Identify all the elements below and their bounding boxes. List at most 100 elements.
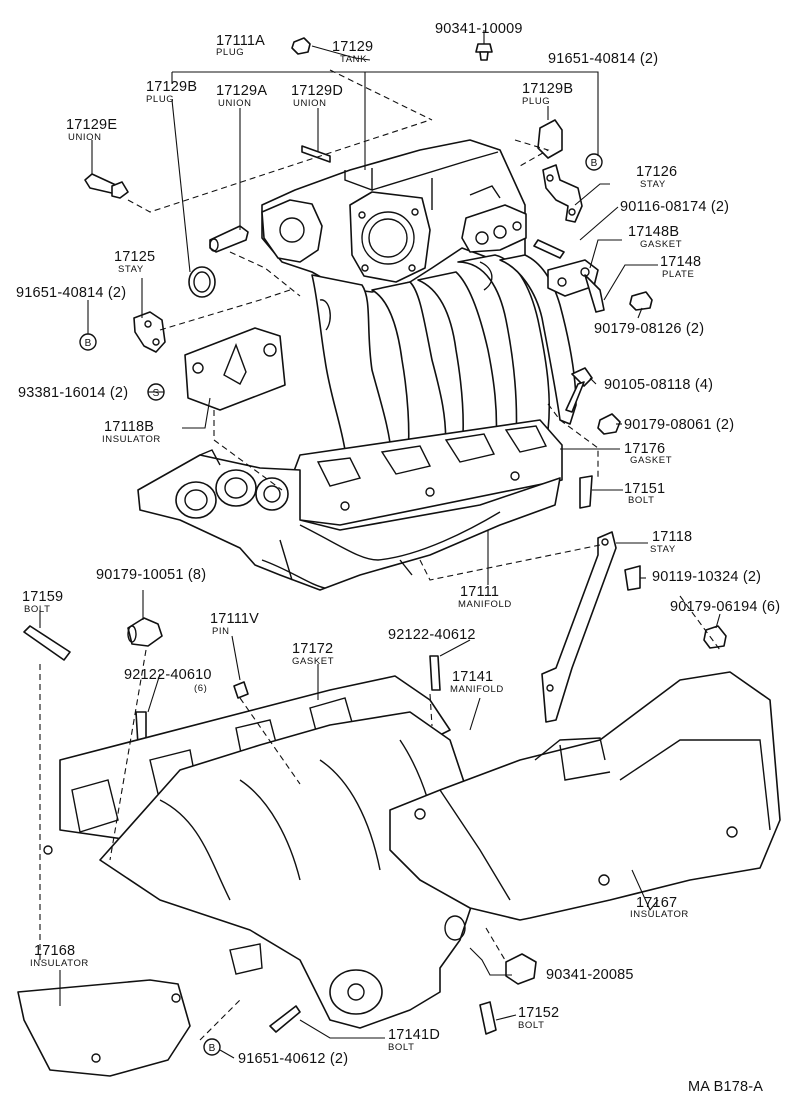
label-17118: 17118 — [652, 529, 693, 545]
leader-lines — [39, 30, 721, 1059]
stud-90116 — [533, 239, 565, 259]
label-90179-10051: 90179-10051 (8) — [96, 567, 207, 583]
label-17111V: 17111V — [210, 611, 260, 627]
label-17129B-right: 17129B — [522, 81, 574, 97]
plug-90341-20085 — [505, 953, 537, 985]
name-17111V: PIN — [212, 626, 230, 637]
label-93381: 93381-16014 (2) — [18, 385, 129, 401]
stay-17126 — [542, 164, 583, 223]
drawing-code: MA B178-A — [688, 1079, 764, 1095]
name-17148: PLATE — [662, 269, 695, 280]
bolt-90119 — [624, 565, 641, 591]
union-17129E — [84, 173, 129, 199]
bolt-90341-10009 — [475, 43, 493, 61]
plate-17148 — [547, 259, 605, 313]
plug-17129B-right — [537, 119, 563, 159]
label-17111: 17111 — [460, 584, 500, 600]
insulator-17118B — [184, 327, 286, 411]
label-17129D: 17129D — [291, 83, 343, 99]
label-17152: 17152 — [518, 1005, 560, 1021]
name-17167: INSULATOR — [630, 909, 689, 920]
label-90179-08126: 90179-08126 (2) — [594, 321, 705, 337]
b-marker-3 — [585, 153, 603, 171]
b-marker-3-text: B — [591, 158, 598, 169]
label-90341-10009: 90341-10009 — [435, 21, 523, 37]
stud-17159 — [23, 625, 71, 661]
label-91651-40814-b: 91651-40814 (2) — [16, 285, 127, 301]
b-marker-2-text: B — [209, 1043, 216, 1054]
name-17129: TANK — [340, 54, 368, 65]
name-17159: BOLT — [24, 604, 51, 615]
plug-17111A — [291, 37, 311, 55]
name-17148B: GASKET — [640, 239, 683, 250]
name-17129B-right: PLUG — [522, 96, 551, 107]
alignment-lines — [39, 69, 721, 1041]
stud-17151 — [579, 475, 593, 509]
pin-17111V — [233, 681, 249, 699]
stay-17125 — [133, 311, 166, 353]
name-17125: STAY — [118, 264, 144, 275]
name-17129E: UNION — [68, 132, 102, 143]
b-marker-1-text: B — [85, 338, 92, 349]
nut-90179-06194 — [703, 625, 727, 649]
name-17111A: PLUG — [216, 47, 245, 58]
label-17129A: 17129A — [216, 83, 268, 99]
label-17129B-left: 17129B — [146, 79, 198, 95]
name-17176: GASKET — [630, 455, 673, 466]
label-90179-08061: 90179-08061 (2) — [624, 417, 735, 433]
label-17151: 17151 — [624, 481, 666, 497]
nut-90179-10051 — [127, 617, 163, 647]
label-92122-40610: 92122-40610 — [124, 667, 212, 683]
label-17126: 17126 — [636, 164, 678, 180]
name-17129D: UNION — [293, 98, 327, 109]
stud-92122-40612 — [429, 655, 441, 691]
label-17125: 17125 — [114, 249, 156, 265]
label-91651-40612: 91651-40612 (2) — [238, 1051, 349, 1067]
label-17168: 17168 — [34, 943, 76, 959]
label-17167: 17167 — [636, 895, 678, 911]
label-17148: 17148 — [660, 254, 702, 270]
label-17172: 17172 — [292, 641, 334, 657]
intake-tank-17129 — [261, 139, 527, 293]
nut-90179-08061 — [597, 413, 621, 435]
bolt-17141D — [269, 1005, 301, 1033]
name-17172: GASKET — [292, 656, 335, 667]
label-91651-40814-a: 91651-40814 (2) — [548, 51, 659, 67]
b-marker-2 — [203, 1038, 221, 1056]
name-17126: STAY — [640, 179, 666, 190]
label-17129E: 17129E — [66, 117, 118, 133]
name-17168: INSULATOR — [30, 958, 89, 969]
name-17141: MANIFOLD — [450, 684, 504, 695]
name-17129B-left: PLUG — [146, 94, 175, 105]
union-17129A — [209, 225, 249, 253]
label-17159: 17159 — [22, 589, 64, 605]
stay-17118 — [541, 531, 617, 723]
label-17148B: 17148B — [628, 224, 680, 240]
qty-92122-40610: (6) — [194, 683, 208, 694]
name-17152: BOLT — [518, 1020, 545, 1031]
insulator-17168 — [17, 979, 191, 1077]
name-17118B: INSULATOR — [102, 434, 161, 445]
plug-17129B-left — [188, 266, 216, 298]
nut-90179-08126 — [629, 291, 653, 311]
label-17111A: 17111A — [216, 33, 266, 49]
bolt-90105 — [565, 367, 593, 413]
label-90105: 90105-08118 (4) — [604, 377, 714, 393]
label-92122-40612: 92122-40612 — [388, 627, 476, 643]
name-17151: BOLT — [628, 495, 655, 506]
insulator-17167 — [389, 671, 781, 921]
label-17118B: 17118B — [104, 419, 155, 435]
union-17129D — [301, 145, 331, 163]
label-90341-20085: 90341-20085 — [546, 967, 634, 983]
name-17118: STAY — [650, 544, 676, 555]
label-17141: 17141 — [452, 669, 494, 685]
name-17111: MANIFOLD — [458, 599, 512, 610]
name-17129A: UNION — [218, 98, 252, 109]
label-90179-06194: 90179-06194 (6) — [670, 599, 781, 615]
bolt-17152 — [479, 1001, 497, 1035]
name-17141D: BOLT — [388, 1042, 415, 1053]
label-17176: 17176 — [624, 441, 666, 457]
label-17141D: 17141D — [388, 1027, 440, 1043]
